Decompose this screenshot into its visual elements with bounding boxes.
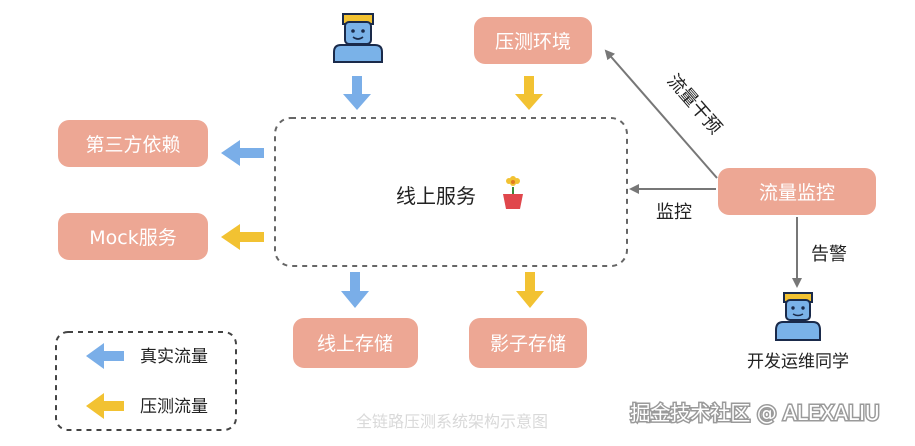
- real-traffic-arrow-down-top: [343, 76, 371, 110]
- watermark: 掘金技术社区 @ ALEXALIU: [630, 401, 879, 425]
- shadow-storage-label: 影子存储: [490, 333, 566, 355]
- pressure-env-box: [474, 17, 592, 64]
- intervene-label: 流量干预: [663, 70, 726, 138]
- test-traffic-arrow-left: [221, 224, 264, 250]
- test-traffic-arrow-down-top: [515, 76, 543, 110]
- legend-real-label: 真实流量: [140, 347, 208, 367]
- online-service-label: 线上服务: [396, 184, 476, 208]
- online-service-container: [274, 117, 628, 267]
- traffic-monitor-label: 流量监控: [759, 182, 835, 204]
- pressure-env-label: 压测环境: [495, 31, 571, 53]
- devops-user-icon: [775, 292, 821, 341]
- third-party-label: 第三方依赖: [85, 134, 180, 156]
- legend-test-label: 压测流量: [140, 397, 208, 417]
- mock-service-box: [58, 213, 208, 260]
- diagram-caption: 全链路压测系统架构示意图: [356, 412, 548, 431]
- real-traffic-arrow-left: [221, 140, 264, 166]
- traffic-monitor-box: [718, 168, 876, 215]
- shadow-storage-box: [469, 318, 587, 368]
- third-party-box: [58, 120, 208, 167]
- real-traffic-arrow-down-bottom: [341, 272, 369, 308]
- monitor-label: 监控: [656, 202, 692, 223]
- legend-test-arrow: [86, 393, 124, 419]
- flower-pot-icon: [503, 176, 523, 209]
- online-storage-label: 线上存储: [317, 333, 393, 355]
- online-storage-box: [293, 318, 418, 368]
- mock-service-label: Mock服务: [89, 227, 176, 249]
- intervene-arrow: [604, 49, 718, 179]
- alert-label: 告警: [811, 244, 847, 265]
- devops-label: 开发运维同学: [747, 352, 849, 372]
- test-traffic-arrow-down-bottom: [516, 272, 544, 308]
- user-icon: [333, 13, 383, 63]
- legend-box: [55, 331, 237, 431]
- legend-real-arrow: [86, 343, 124, 369]
